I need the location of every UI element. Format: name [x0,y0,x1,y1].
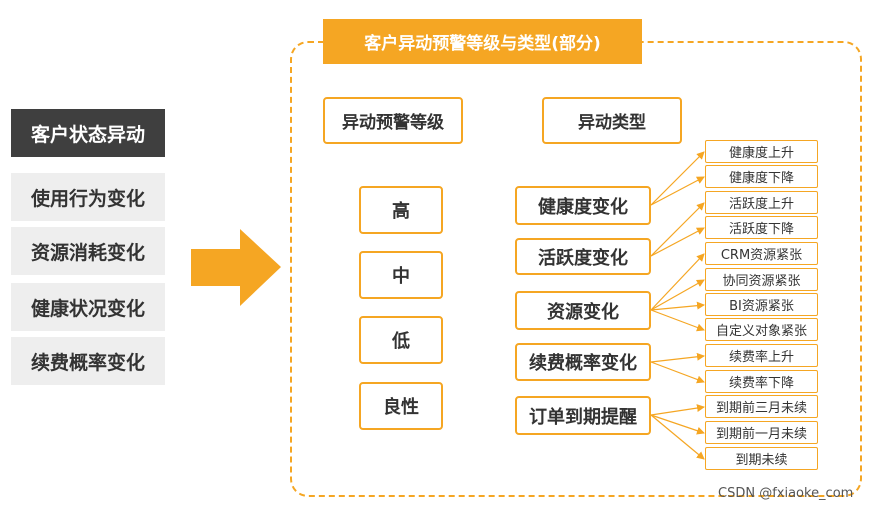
sub-bi-resource: BI资源紧张 [705,293,818,316]
level-benign: 良性 [359,382,443,430]
sub-expired: 到期未续 [705,447,818,470]
warning-level-header: 异动预警等级 [323,97,463,144]
watermark-text: CSDN @fxiaoke_com [718,486,854,501]
change-type-header: 异动类型 [542,97,682,144]
sub-crm-resource: CRM资源紧张 [705,242,818,265]
customer-status-change-title: 客户状态异动 [11,109,165,157]
category-activity: 活跃度变化 [515,238,651,275]
level-low: 低 [359,316,443,364]
category-health: 健康度变化 [515,186,651,225]
sub-health-up: 健康度上升 [705,140,818,163]
left-item-health-status: 健康状况变化 [11,283,165,331]
sub-expiry-3-months: 到期前三月未续 [705,395,818,418]
sub-activity-down: 活跃度下降 [705,216,818,239]
left-item-usage-behavior: 使用行为变化 [11,173,165,221]
sub-renewal-up: 续费率上升 [705,344,818,367]
sub-health-down: 健康度下降 [705,165,818,188]
level-medium: 中 [359,251,443,299]
left-item-resource-consumption: 资源消耗变化 [11,227,165,275]
left-item-renewal-probability: 续费概率变化 [11,337,165,385]
category-resource: 资源变化 [515,291,651,330]
level-high: 高 [359,186,443,234]
sub-renewal-down: 续费率下降 [705,370,818,393]
sub-expiry-1-month: 到期前一月未续 [705,421,818,444]
banner-title: 客户异动预警等级与类型(部分) [323,19,642,64]
category-order-expiry: 订单到期提醒 [515,396,651,435]
sub-custom-object-resource: 自定义对象紧张 [705,318,818,341]
sub-collab-resource: 协同资源紧张 [705,268,818,291]
category-renewal: 续费概率变化 [515,343,651,381]
sub-activity-up: 活跃度上升 [705,191,818,214]
